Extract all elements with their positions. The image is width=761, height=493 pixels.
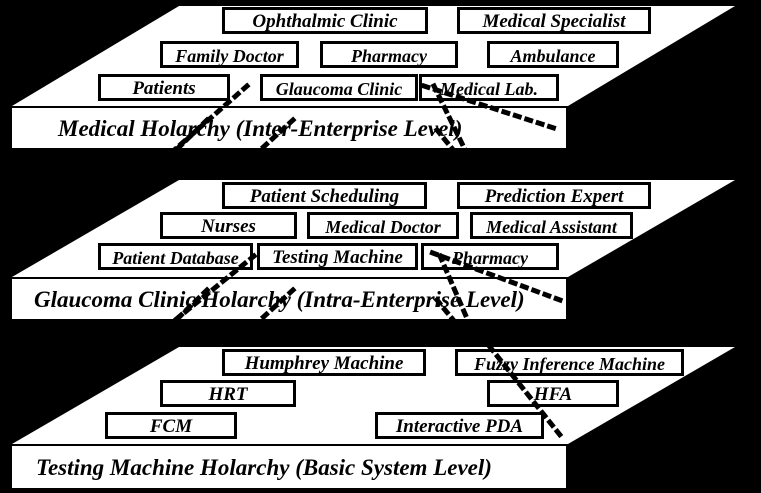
connector-testing-down [243, 286, 297, 336]
connector-testing-drop [433, 296, 467, 336]
level-label: Glaucoma Clinic Holarchy (Intra-Enterpri… [34, 286, 525, 312]
node-family-doctor[interactable]: Family Doctor [160, 41, 299, 68]
node-label: Patients [132, 78, 196, 100]
node-label: Nurses [201, 216, 256, 238]
node-label: Interactive PDA [395, 416, 524, 438]
node-patients[interactable]: Patients [98, 74, 230, 101]
connector-basic-right [486, 343, 568, 444]
connector-glaucoma-mid [170, 116, 211, 156]
connector-testing-right [426, 248, 564, 304]
node-label: Glaucoma Clinic [275, 78, 403, 99]
node-medical-lab[interactable]: Medical Lab. [419, 74, 559, 101]
connector-glaucoma-right [420, 82, 564, 134]
node-medical-doctor[interactable]: Medical Doctor [307, 212, 459, 239]
node-label: Testing Machine [272, 247, 403, 269]
node-label: Ambulance [510, 45, 596, 66]
node-patient-database[interactable]: Patient Database [98, 243, 253, 270]
node-hfa[interactable]: HFA [487, 380, 619, 407]
node-label: FCM [149, 416, 193, 438]
node-patient-scheduling[interactable]: Patient Scheduling [222, 182, 427, 209]
node-ophthalmic-clinic[interactable]: Ophthalmic Clinic [222, 7, 428, 34]
node-prediction-expert[interactable]: Prediction Expert [457, 182, 651, 209]
node-label: Pharmacy [351, 45, 427, 66]
node-label: Patient Database [112, 247, 239, 268]
node-interactive-pda[interactable]: Interactive PDA [375, 412, 544, 439]
node-label: Ophthalmic Clinic [252, 11, 398, 33]
node-humphrey-machine[interactable]: Humphrey Machine [222, 349, 426, 376]
connector-glaucoma-down [243, 116, 297, 166]
connector-testing-mid [170, 286, 211, 326]
level-bar-intra-enterprise: Glaucoma Clinic Holarchy (Intra-Enterpri… [10, 277, 568, 321]
connector-glaucoma-diag [430, 82, 474, 164]
node-label: Patient Scheduling [249, 186, 400, 208]
node-label: Humphrey Machine [244, 353, 404, 375]
node-medical-specialist[interactable]: Medical Specialist [457, 7, 651, 34]
level-label: Medical Holarchy (Inter-Enterprise Level… [58, 115, 463, 141]
connector-testing-diag [436, 252, 476, 334]
node-label: Pharmacy [452, 247, 528, 268]
node-label: Medical Assistant [486, 216, 617, 237]
node-fuzzy-inference-machine[interactable]: Fuzzy Inference Machine [455, 349, 684, 376]
node-label: HFA [533, 384, 573, 406]
node-nurses[interactable]: Nurses [160, 212, 297, 239]
level-label: Testing Machine Holarchy (Basic System L… [36, 454, 492, 480]
node-label: Medical Lab. [440, 78, 538, 99]
node-hrt[interactable]: HRT [160, 380, 296, 407]
node-fcm[interactable]: FCM [105, 412, 237, 439]
node-label: Family Doctor [175, 45, 284, 66]
node-testing-machine[interactable]: Testing Machine [257, 243, 418, 270]
node-ambulance[interactable]: Ambulance [487, 41, 619, 68]
level-bar-inter-enterprise: Medical Holarchy (Inter-Enterprise Level… [10, 106, 568, 150]
level-bar-basic-system: Testing Machine Holarchy (Basic System L… [10, 444, 568, 490]
node-label: Prediction Expert [484, 186, 624, 208]
node-label: Fuzzy Inference Machine [473, 353, 665, 374]
node-label: Medical Doctor [325, 216, 441, 237]
connector-glaucoma-drop [433, 126, 467, 166]
node-medical-assistant[interactable]: Medical Assistant [470, 212, 633, 239]
node-glaucoma-clinic[interactable]: Glaucoma Clinic [260, 74, 418, 101]
node-pharmacy-top[interactable]: Pharmacy [320, 41, 458, 68]
node-label: HRT [208, 384, 248, 406]
node-label: Medical Specialist [482, 11, 626, 33]
